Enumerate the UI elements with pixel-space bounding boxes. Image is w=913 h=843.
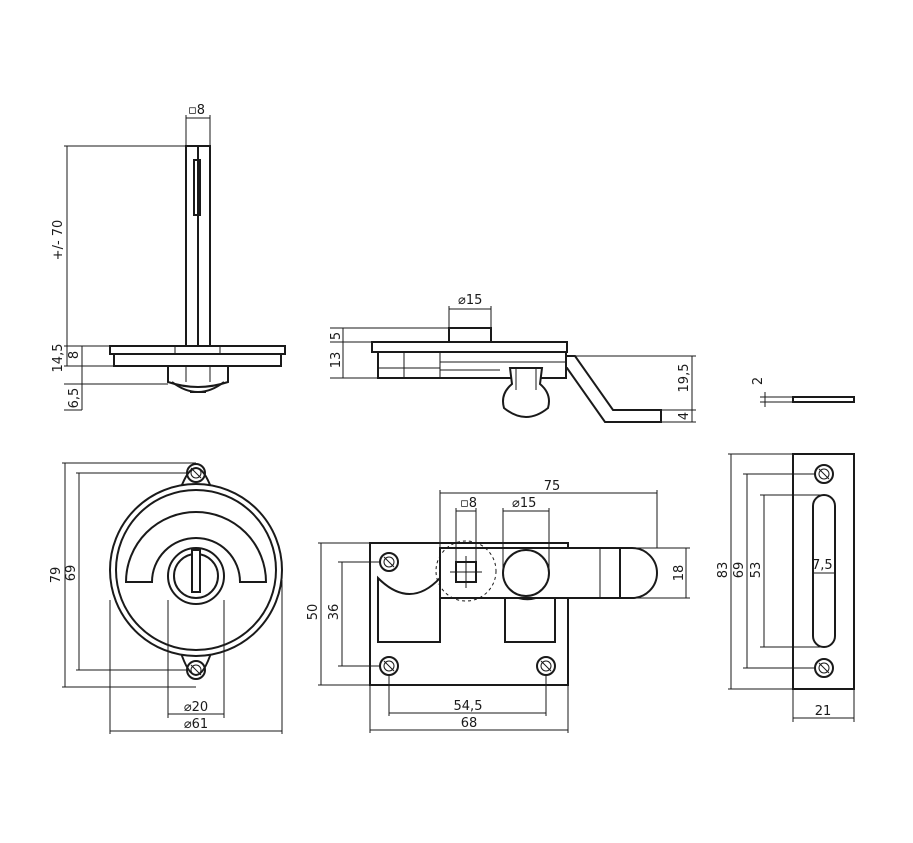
- bolt-knob: [502, 549, 550, 597]
- latch-front-dimensions: 75 ▫8 ⌀15 18 50 36 54,5 68: [306, 479, 690, 733]
- dim-rose-height: 14,5: [51, 344, 66, 373]
- front-view-latch: [369, 540, 658, 686]
- dim-strike-height: 83: [716, 562, 731, 579]
- dim-bolt-square: ▫8: [460, 496, 477, 511]
- dim-bolt-length: 75: [544, 479, 561, 494]
- dim-hook-thickness: 4: [677, 412, 692, 420]
- dim-knob-depth: 6,5: [67, 388, 82, 409]
- dim-plate-gap: 8: [67, 351, 82, 359]
- side-view-latch: [371, 327, 662, 423]
- rose-front-dimensions: 79 69 ⌀20 ⌀61: [49, 462, 283, 734]
- dim-strike-width: 21: [815, 704, 832, 719]
- dim-shaft-square: ▫8: [188, 103, 205, 118]
- dim-plate-height: 50: [306, 604, 321, 621]
- dim-total-height: 79: [49, 567, 64, 584]
- dim-body-height: 13: [329, 352, 344, 369]
- bolt-tip: [619, 547, 658, 599]
- screw-hole-top: [186, 463, 206, 483]
- dim-bolt-knob-diameter: ⌀15: [512, 496, 536, 511]
- dim-plate-hole-spacing: 36: [327, 604, 342, 621]
- rose-plate: [109, 345, 286, 355]
- dim-cylinder-diameter: ⌀20: [184, 700, 208, 715]
- strip-side-view: 2: [751, 377, 855, 407]
- front-view-rose: [109, 463, 283, 680]
- front-view-strike: [792, 453, 855, 690]
- dim-hole-spacing: 69: [64, 565, 79, 582]
- dim-plate-width: 68: [461, 716, 478, 731]
- rose-inner-ring: [115, 489, 277, 651]
- cylinder-slot: [191, 549, 201, 593]
- strike-plate: [792, 453, 855, 690]
- dim-slot-length: 53: [749, 562, 764, 579]
- spindle-hub-hidden: [435, 540, 497, 602]
- cut-out-left: [377, 575, 441, 643]
- base-plate: [113, 353, 282, 367]
- dim-strip-thickness: 2: [751, 377, 766, 385]
- dim-spindle-height: 5: [329, 332, 344, 340]
- latch-hook: [566, 355, 662, 423]
- dim-shaft-length: +/- 70: [51, 220, 66, 261]
- indicator-window: [124, 511, 268, 583]
- latch-side-dimensions: ⌀15 5 13 19,5 4: [329, 293, 696, 423]
- side-view-spindle: [109, 145, 286, 393]
- latch-top-plate: [371, 341, 568, 353]
- latch-knob: [502, 367, 550, 418]
- dim-knob-diameter: ⌀15: [458, 293, 482, 308]
- dim-strike-hole-spacing: 69: [732, 562, 747, 579]
- dim-plate-hole-pitch: 54,5: [454, 699, 483, 714]
- side-view-dimensions: ▫8 +/- 70 14,5 8 6,5: [51, 103, 211, 411]
- knob-stem: [448, 327, 492, 343]
- dim-bolt-height: 18: [672, 565, 687, 582]
- dim-rose-diameter: ⌀61: [184, 717, 208, 732]
- knob-body: [167, 365, 229, 388]
- dim-hook-offset: 19,5: [677, 364, 692, 393]
- strike-dimensions: 83 69 53 7,5 21: [716, 453, 855, 722]
- screw-hole-bottom: [186, 660, 206, 680]
- dim-slot-width: 7,5: [812, 558, 833, 573]
- strip-edge: [792, 396, 855, 403]
